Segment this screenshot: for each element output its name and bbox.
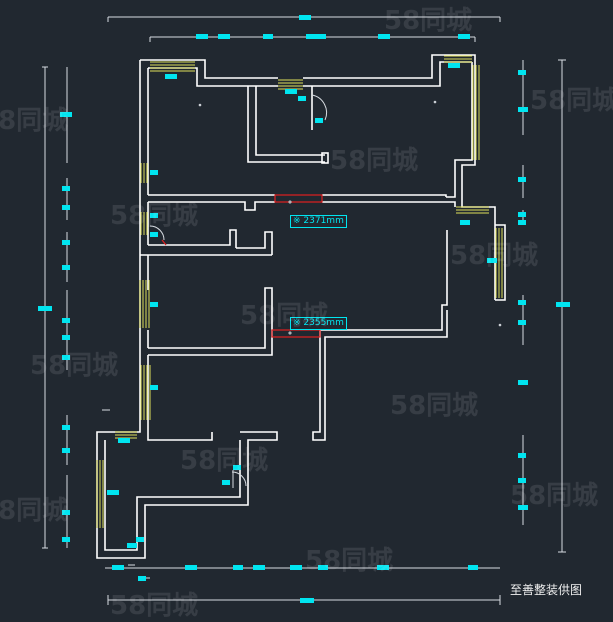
window-bottom-small (115, 431, 137, 439)
window-left-1 (140, 163, 148, 183)
dimension-markers (38, 15, 570, 603)
dimension-lines (42, 16, 566, 605)
window-right-upper (472, 65, 480, 160)
windows (96, 55, 503, 528)
image-caption: 至善整装供图 (510, 583, 583, 597)
window-top-left (150, 61, 195, 72)
window-top-right (444, 55, 472, 63)
window-right-mid (456, 206, 489, 214)
guide-ticks (102, 100, 502, 566)
door-swings (149, 94, 328, 488)
walls (96, 54, 506, 559)
dimension-annotation-2: ※ 2355mm (290, 317, 347, 330)
window-left-2 (140, 212, 148, 235)
doors (161, 194, 323, 338)
window-bottom-left (96, 460, 104, 528)
window-top-center (278, 79, 303, 90)
window-left-4 (140, 365, 151, 420)
dimension-annotation-1: ※ 2371mm (290, 215, 347, 228)
window-left-3 (139, 280, 150, 328)
